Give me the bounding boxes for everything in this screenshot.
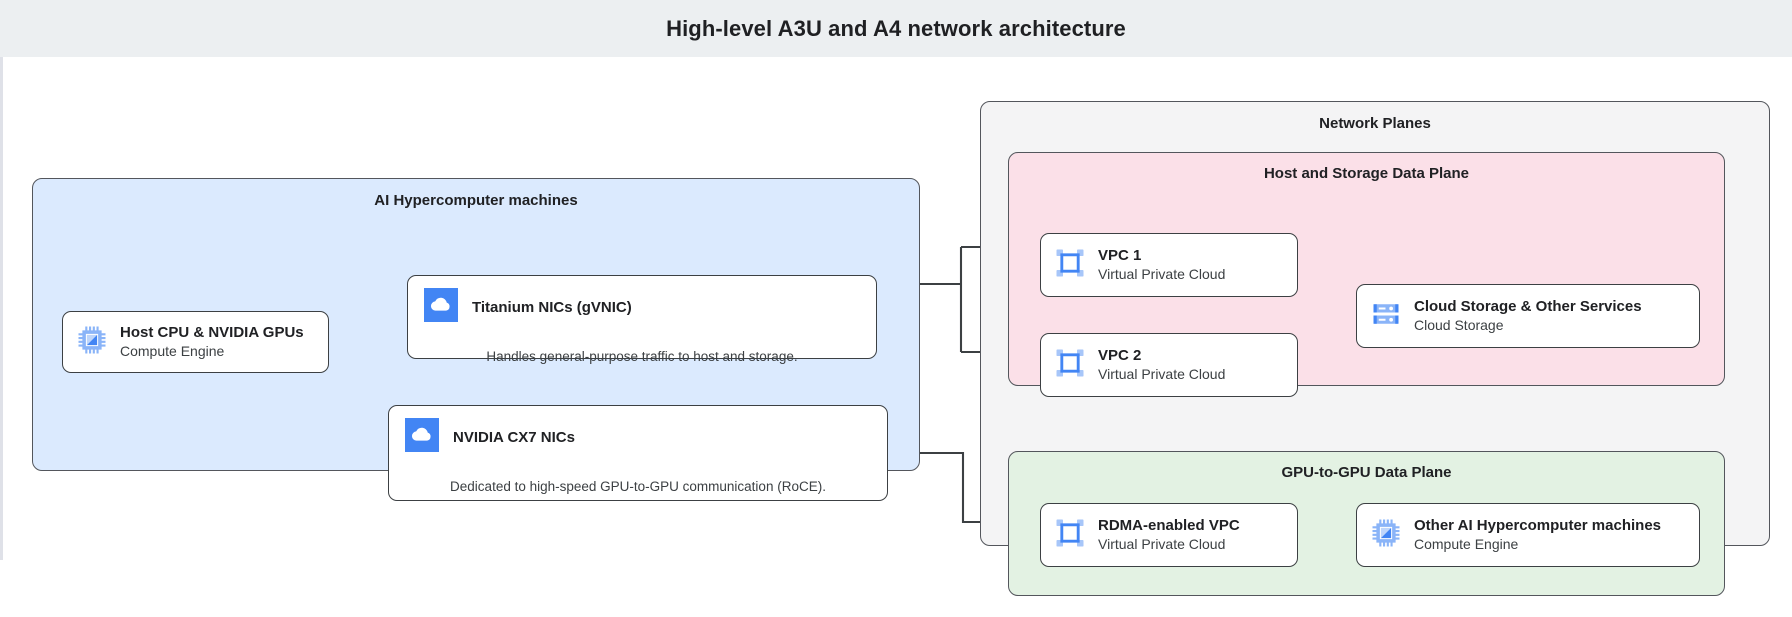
cpu-chip-icon (1371, 518, 1401, 553)
group-title-host-storage-plane: Host and Storage Data Plane (1263, 165, 1470, 182)
node-subtitle: Cloud Storage (1414, 316, 1504, 333)
cpu-chip-icon (77, 325, 107, 360)
vpc-icon (1055, 248, 1085, 283)
vpc-icon (1055, 518, 1085, 553)
node-title: VPC 1 (1098, 246, 1142, 264)
group-title-network-planes: Network Planes (1319, 115, 1431, 132)
node-subtitle: Compute Engine (120, 342, 225, 359)
card-caption: Dedicated to high-speed GPU-to-GPU commu… (450, 479, 826, 494)
cloud-icon (405, 418, 439, 457)
storage-icon (1371, 299, 1401, 334)
node-other-ai-hypercomputer-machines[interactable]: Other AI Hypercomputer machines Compute … (1356, 503, 1700, 567)
header-band: High-level A3U and A4 network architectu… (0, 0, 1792, 58)
node-host-cpu-nvidia-gpus[interactable]: Host CPU & NVIDIA GPUs Compute Engine (62, 311, 329, 373)
vpc-icon (1055, 348, 1085, 383)
node-title: VPC 2 (1098, 346, 1142, 364)
card-caption: Handles general-purpose traffic to host … (486, 349, 798, 364)
card-title: NVIDIA CX7 NICs (453, 429, 575, 446)
card-nvidia-cx7-nics[interactable]: NVIDIA CX7 NICs Dedicated to high-speed … (388, 405, 888, 501)
node-title: RDMA-enabled VPC (1098, 516, 1240, 534)
node-cloud-storage-other-services[interactable]: Cloud Storage & Other Services Cloud Sto… (1356, 284, 1700, 348)
node-rdma-enabled-vpc[interactable]: RDMA-enabled VPC Virtual Private Cloud (1040, 503, 1298, 567)
card-titanium-nics[interactable]: Titanium NICs (gVNIC) Handles general-pu… (407, 275, 877, 364)
diagram-canvas: AI Hypercomputer machines (0, 57, 1792, 596)
node-vpc-1[interactable]: VPC 1 Virtual Private Cloud (1040, 233, 1298, 297)
page-title: High-level A3U and A4 network architectu… (666, 15, 1126, 41)
node-subtitle: Virtual Private Cloud (1098, 365, 1226, 382)
node-title: Cloud Storage & Other Services (1414, 297, 1642, 315)
node-subtitle: Virtual Private Cloud (1098, 265, 1226, 282)
node-vpc-2[interactable]: VPC 2 Virtual Private Cloud (1040, 333, 1298, 397)
diagram-root: High-level A3U and A4 network architectu… (0, 0, 1792, 596)
group-title-gpu-plane: GPU-to-GPU Data Plane (1281, 464, 1452, 481)
node-title: Other AI Hypercomputer machines (1414, 516, 1662, 534)
card-title: Titanium NICs (gVNIC) (472, 299, 632, 316)
node-subtitle: Virtual Private Cloud (1098, 535, 1226, 552)
cloud-icon (424, 288, 458, 327)
group-title-ai-machines: AI Hypercomputer machines (374, 192, 578, 209)
node-title: Host CPU & NVIDIA GPUs (120, 323, 304, 341)
node-subtitle: Compute Engine (1414, 535, 1519, 552)
